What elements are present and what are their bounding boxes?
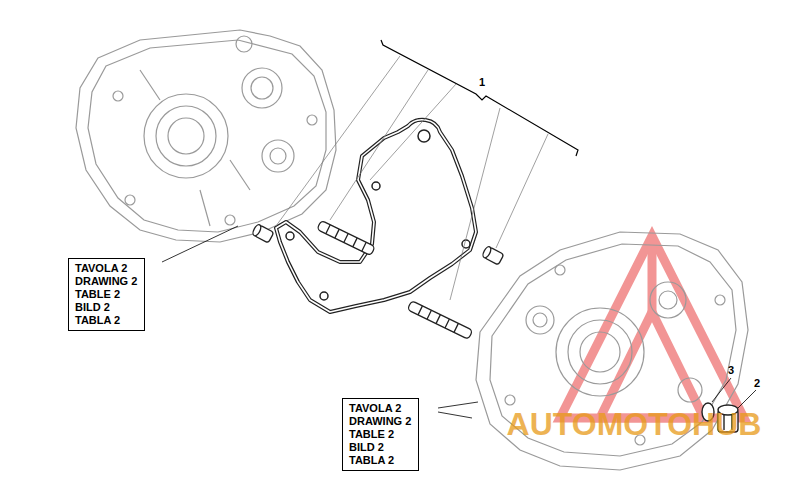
reference-text: DRAWING 2 — [75, 275, 138, 288]
callout-number: 1 — [479, 76, 485, 88]
reference-text: TABLE 2 — [75, 288, 138, 301]
callout-number: 3 — [728, 364, 734, 376]
reference-text: TABLA 2 — [75, 314, 138, 327]
reference-text: TABLA 2 — [349, 454, 412, 467]
reference-text: BILD 2 — [349, 441, 412, 454]
callout-number: 2 — [754, 377, 760, 389]
watermark: AUTOMOTOHUB — [507, 406, 762, 443]
crankcase-left — [76, 30, 336, 242]
reference-box: TAVOLA 2DRAWING 2TABLE 2BILD 2TABLA 2 — [68, 258, 145, 331]
reference-text: TAVOLA 2 — [349, 402, 412, 415]
reference-text: BILD 2 — [75, 301, 138, 314]
guide-lines — [276, 56, 548, 300]
reference-box: TAVOLA 2DRAWING 2TABLE 2BILD 2TABLA 2 — [342, 398, 419, 471]
callout-leaders — [712, 378, 756, 408]
group-bracket — [381, 40, 578, 156]
gasket — [276, 120, 476, 312]
watermark-logo — [560, 236, 744, 418]
reference-text: DRAWING 2 — [349, 415, 412, 428]
reference-text: TABLE 2 — [349, 428, 412, 441]
reference-text: TAVOLA 2 — [75, 262, 138, 275]
leader-lines — [162, 226, 478, 418]
